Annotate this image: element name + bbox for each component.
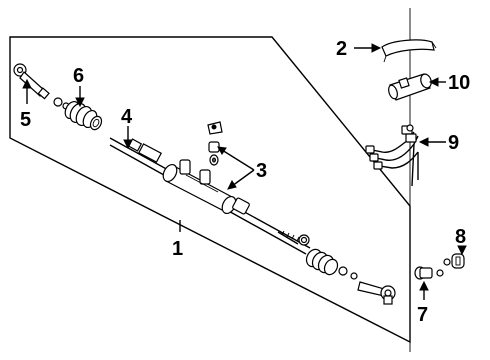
left-boot: [64, 100, 98, 129]
rack-housing: [162, 159, 250, 215]
valve-fittings: [207, 121, 223, 166]
callout-5: 5: [20, 109, 31, 131]
callout-4: 4: [121, 106, 133, 128]
callout-6: 6: [73, 65, 84, 87]
leaders: [22, 43, 467, 300]
right-boot: [305, 248, 339, 276]
right-tie-rod-end: [357, 281, 396, 305]
callout-8: 8: [455, 226, 466, 248]
steering-rack-group: [13, 63, 396, 305]
callout-3: 3: [256, 160, 267, 182]
clamp-bracket: [381, 39, 437, 63]
callout-7: 7: [417, 304, 428, 326]
left-tie-rod-end: [13, 63, 50, 100]
callout-9: 9: [448, 132, 459, 154]
callout-1: 1: [172, 238, 183, 260]
callout-10: 10: [448, 72, 470, 94]
valve-body: [388, 73, 432, 101]
hydraulic-lines: [365, 124, 419, 187]
end-fitting: [414, 266, 444, 280]
boot-clamp: [443, 253, 465, 269]
callout-2: 2: [336, 38, 347, 60]
